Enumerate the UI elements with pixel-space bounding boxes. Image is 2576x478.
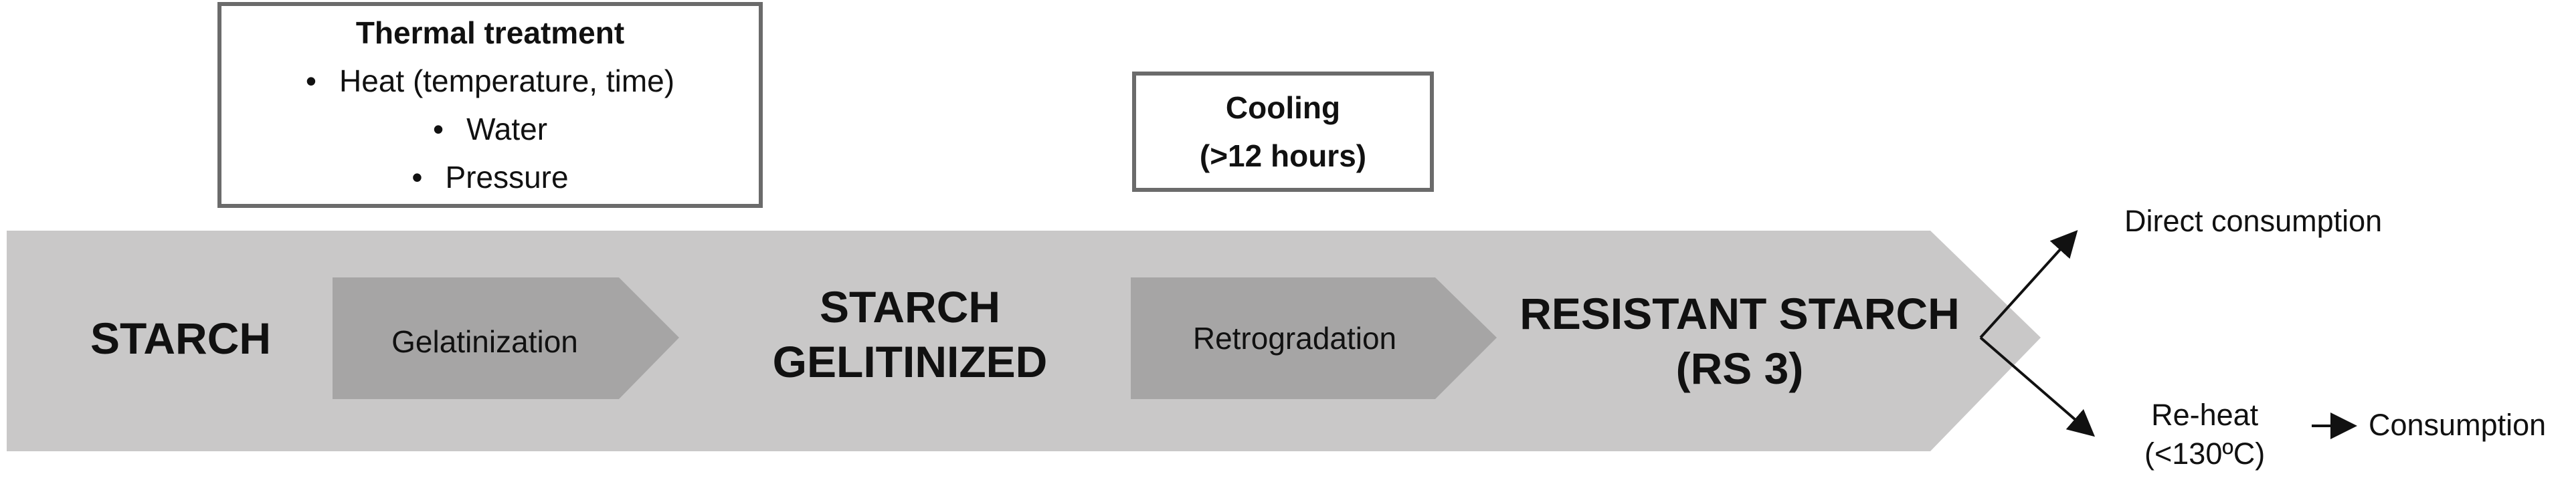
reheat-line1: Re-heat <box>2151 398 2259 432</box>
bullet-text-pressure: Pressure <box>445 160 569 195</box>
cooling-box: Cooling (>12 hours) <box>1132 72 1434 192</box>
thermal-bullet-water: • Water <box>433 105 547 153</box>
reheat-label: Re-heat (<130ºC) <box>2144 396 2265 473</box>
bullet-icon: • <box>305 64 317 98</box>
reheat-arrow <box>1979 336 2096 437</box>
starch-gelitinized-label: STARCH GELITINIZED <box>723 279 1097 389</box>
starch-gelitinized-line1: STARCH <box>819 282 1001 332</box>
bullet-text-water: Water <box>466 112 548 146</box>
resistant-starch-line2: (RS 3) <box>1675 344 1804 393</box>
gelatinization-arrow <box>333 277 679 399</box>
bullet-icon: • <box>432 112 444 146</box>
retrogradation-arrow <box>1131 277 1497 399</box>
direct-consumption-label: Direct consumption <box>2124 204 2383 238</box>
starch-label: STARCH <box>90 314 272 363</box>
resistant-starch-label: RESISTANT STARCH (RS 3) <box>1519 286 1960 396</box>
thermal-bullet-pressure: • Pressure <box>411 153 568 201</box>
resistant-starch-line1: RESISTANT STARCH <box>1520 289 1960 338</box>
bullet-icon: • <box>411 160 423 195</box>
gelatinization-label: Gelatinization <box>391 324 578 359</box>
thermal-treatment-title: Thermal treatment <box>355 15 625 50</box>
thermal-treatment-box: Thermal treatment • Heat (temperature, ti… <box>217 2 763 208</box>
cooling-detail: (>12 hours) <box>1199 138 1367 173</box>
retrogradation-label: Retrogradation <box>1192 321 1397 356</box>
cooling-title: Cooling <box>1225 90 1341 125</box>
direct-consumption-arrow <box>1979 230 2078 339</box>
starch-gelitinized-line2: GELITINIZED <box>772 337 1048 386</box>
consumption-label: Consumption <box>2369 408 2547 442</box>
thermal-bullet-heat: • Heat (temperature, time) <box>306 57 674 105</box>
reheat-line2: (<130ºC) <box>2144 437 2266 471</box>
bullet-text-heat: Heat (temperature, time) <box>339 64 675 98</box>
